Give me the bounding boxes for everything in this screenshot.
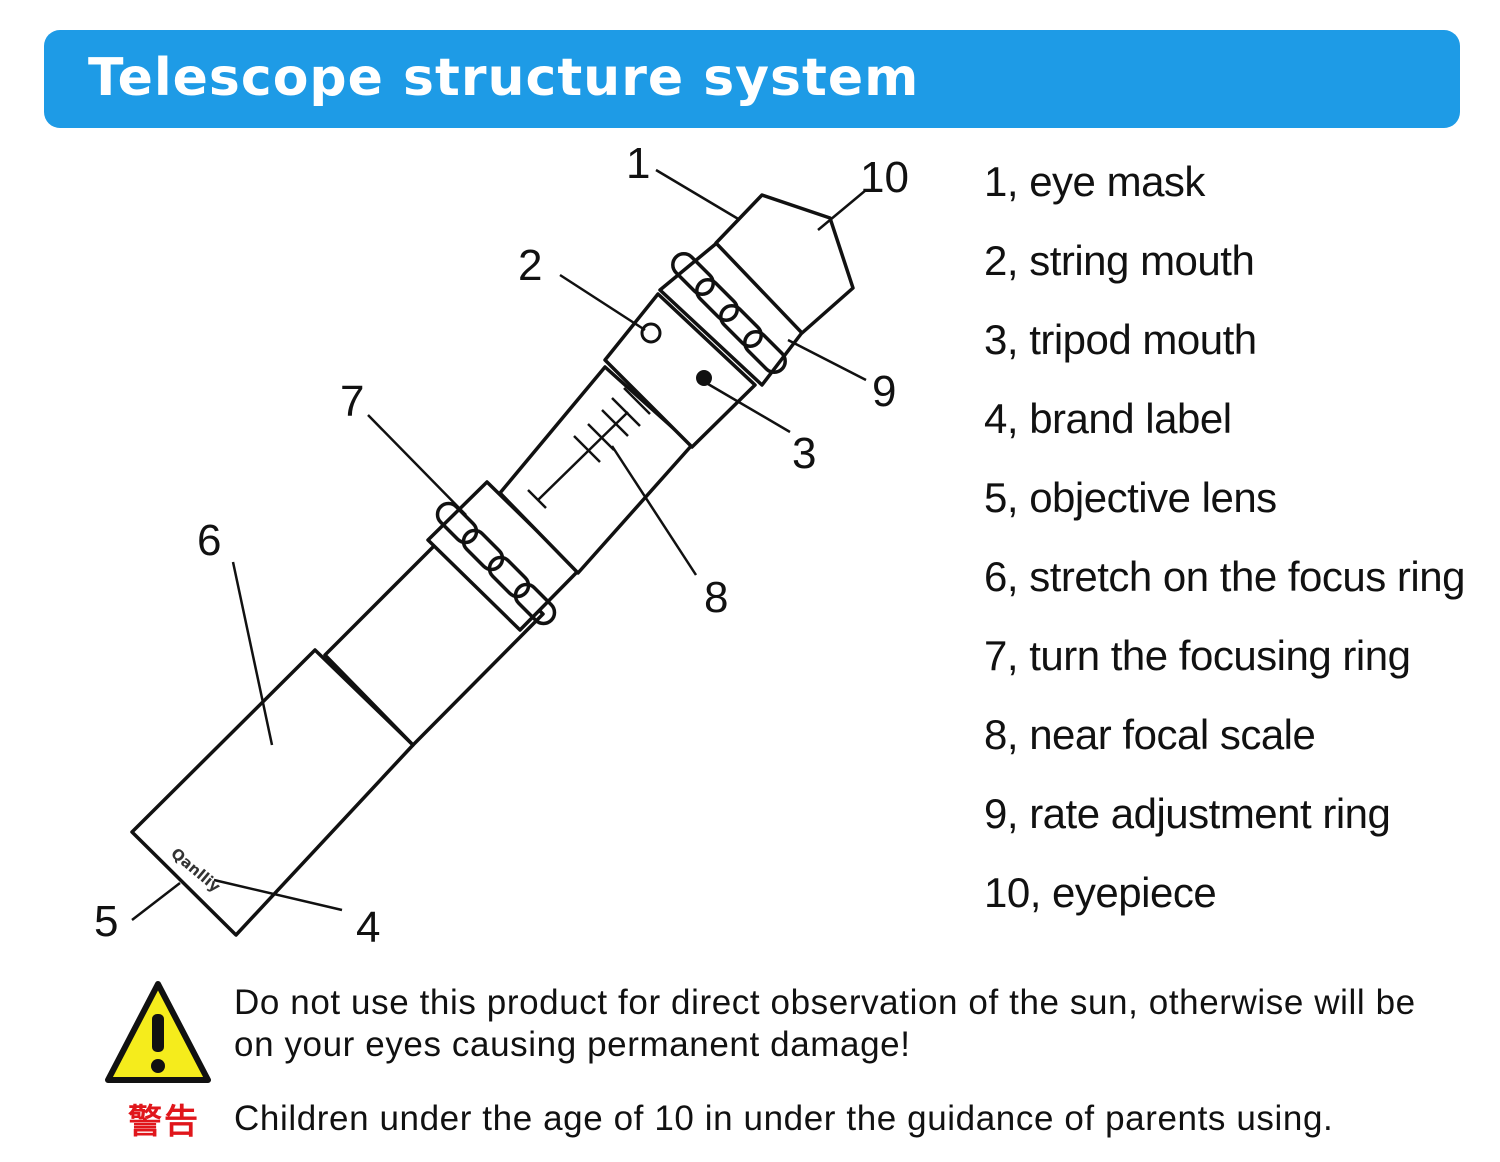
tripod-mouth-dot	[696, 370, 712, 386]
legend-item: 2, string mouth	[984, 237, 1255, 284]
callout-4: 4	[356, 903, 380, 952]
legend-item: 10, eyepiece	[984, 869, 1217, 916]
callout-2: 2	[518, 241, 542, 290]
callout-7: 7	[340, 377, 364, 426]
warning-line-1: Do not use this product for direct obser…	[234, 983, 1416, 1022]
callout-6: 6	[197, 516, 221, 565]
callout-1: 1	[626, 139, 650, 188]
callout-8: 8	[704, 573, 728, 622]
callout-10: 10	[860, 153, 909, 202]
warning-triangle-icon	[105, 981, 211, 1083]
focal-scale	[527, 387, 651, 509]
callout-5: 5	[94, 897, 118, 946]
children-notice: Children under the age of 10 in under th…	[234, 1099, 1334, 1138]
legend-item: 4, brand label	[984, 395, 1232, 442]
legend-item: 6, stretch on the focus ring	[984, 553, 1465, 600]
legend-item: 8, near focal scale	[984, 711, 1316, 758]
legend-item: 9, rate adjustment ring	[984, 790, 1391, 837]
callout-9: 9	[872, 367, 896, 416]
warning-label: 警告	[128, 1102, 200, 1142]
legend-item: 5, objective lens	[984, 474, 1277, 521]
callout-3: 3	[792, 429, 816, 478]
warning-line-2: on your eyes causing permanent damage!	[234, 1025, 911, 1064]
parts-legend: 1, eye mask 2, string mouth 3, tripod mo…	[984, 150, 1484, 940]
leader-lines	[131, 168, 867, 921]
legend-item: 3, tripod mouth	[984, 316, 1257, 363]
warning-text: Do not use this product for direct obser…	[234, 982, 1416, 1066]
legend-item: 1, eye mask	[984, 158, 1205, 205]
string-mouth-hole	[640, 322, 662, 344]
page-title: Telescope structure system	[88, 48, 920, 108]
legend-item: 7, turn the focusing ring	[984, 632, 1411, 679]
title-banner: Telescope structure system	[44, 30, 1460, 128]
